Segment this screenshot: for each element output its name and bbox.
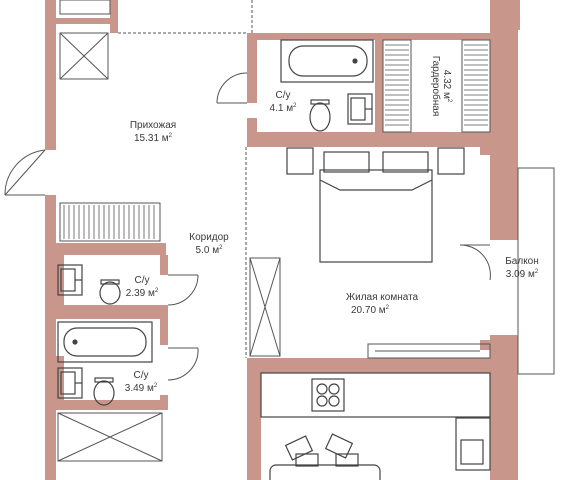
bath-mid-area: 2.39 м2 <box>126 288 159 299</box>
toilet-icon <box>309 99 331 132</box>
room-labels: Прихожая 15.31 м2 С/у 4.1 м2 Гардеробная… <box>125 56 539 394</box>
bath-top-name: С/у <box>276 90 291 101</box>
corridor-name: Коридор <box>189 232 229 243</box>
corridor-area: 5.0 м2 <box>196 245 224 256</box>
dining-table-icon <box>269 433 381 480</box>
sink-icon <box>347 93 373 125</box>
hallway-name: Прихожая <box>130 120 176 131</box>
wardrobe-name: Гардеробная <box>430 56 442 117</box>
wardrobe-area: 4.32 м2 <box>441 70 452 103</box>
wardrobe-shelving <box>63 44 488 239</box>
partitions <box>4 0 555 462</box>
wardrobe-area-label: 4.32 м2 <box>441 70 452 103</box>
walls <box>45 0 520 480</box>
hallway-area: 15.31 м2 <box>134 133 173 144</box>
kitchen-counter <box>260 372 491 471</box>
wardrobe-label: Гардеробная <box>430 56 442 117</box>
bathtub-icon <box>57 321 153 363</box>
fixtures <box>57 39 491 480</box>
balcony-area: 3.09 м2 <box>506 269 539 280</box>
bath-mid-name: С/у <box>135 275 150 286</box>
toilet-icon <box>99 279 121 305</box>
bath-low-name: С/у <box>134 370 149 381</box>
balcony-name: Балкон <box>505 256 539 267</box>
bed-icon <box>286 147 465 263</box>
bathtub-icon <box>280 39 374 83</box>
sink-icon <box>57 264 83 296</box>
toilet-icon <box>93 377 115 406</box>
living-area: 20.70 м2 <box>351 305 390 316</box>
bath-low-area: 3.49 м2 <box>125 383 158 394</box>
bath-top-area: 4.1 м2 <box>270 103 298 114</box>
living-name: Жилая комната <box>346 292 419 303</box>
sink-icon <box>57 367 83 399</box>
